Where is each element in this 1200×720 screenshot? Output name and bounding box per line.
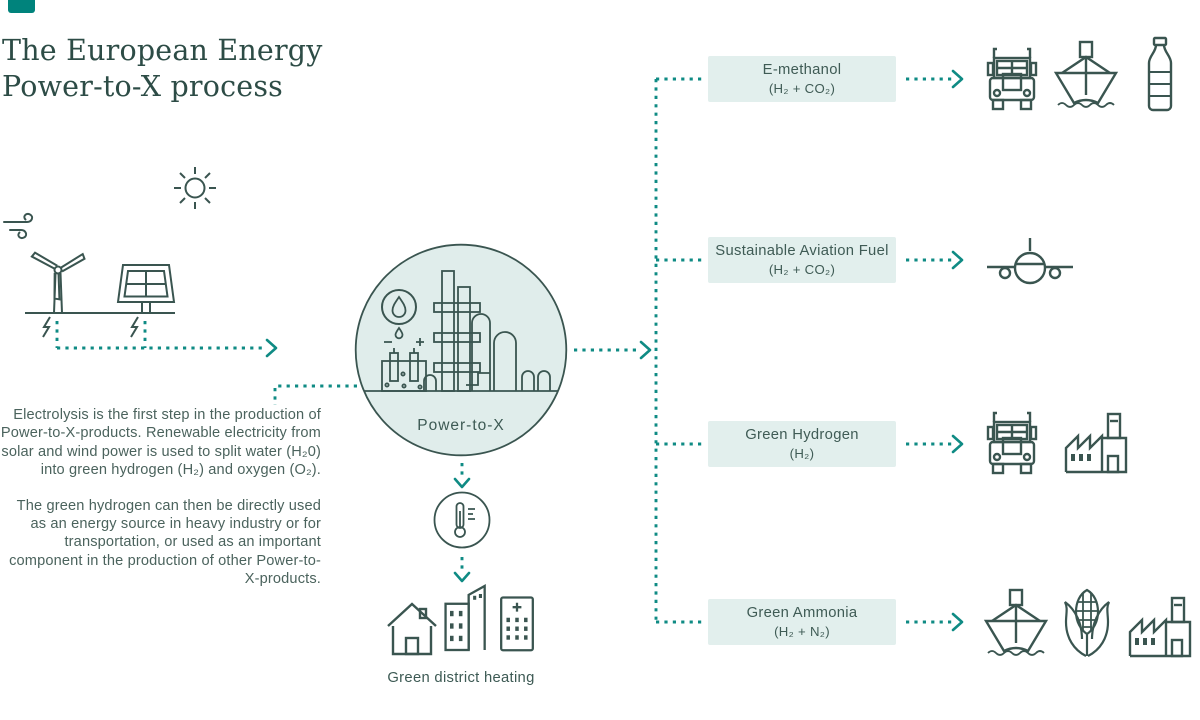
sun-icon — [174, 167, 216, 209]
product-name: E-methanol — [762, 62, 842, 78]
product-formula: (H₂ + N₂) — [774, 624, 830, 639]
electrolysis-description: Electrolysis is the first step in the pr… — [0, 406, 321, 589]
truck-icon — [986, 411, 1038, 475]
description-paragraph-1: Electrolysis is the first step in the pr… — [0, 407, 321, 479]
description-paragraph-2: The green hydrogen can then be directly … — [9, 497, 321, 588]
apartment-building-icon — [444, 584, 486, 652]
wind-turbine-icon — [30, 251, 86, 314]
product-box-ammonia: Green Ammonia (H₂ + N₂) — [708, 599, 896, 645]
chevron-down-icon — [453, 477, 471, 489]
dome-tank — [493, 331, 517, 391]
dotted-link-text-to-circle — [273, 384, 357, 405]
water-droplet-icon — [381, 289, 417, 340]
brand-logo-mark — [8, 0, 35, 13]
chevron-right-icon — [951, 434, 964, 454]
lightning-icon — [42, 316, 51, 338]
product-formula: (H₂ + CO₂) — [768, 81, 836, 96]
renewables-scene — [3, 167, 216, 338]
chevron-right-icon — [639, 340, 652, 360]
airplane-icon — [985, 236, 1075, 285]
ship-icon — [1054, 40, 1118, 109]
product-box-hydrogen: Green Hydrogen (H₂) — [708, 421, 896, 467]
thermometer-icon — [433, 491, 491, 549]
truck-icon — [986, 47, 1038, 111]
product-formula: (H₂ + CO₂) — [768, 262, 836, 277]
factory-icon — [1064, 412, 1128, 474]
lightning-icon — [130, 316, 139, 338]
product-name: Sustainable Aviation Fuel — [715, 243, 889, 259]
refinery-towers-icon — [423, 270, 551, 392]
corn-icon — [1063, 588, 1111, 658]
dome-tank — [471, 313, 491, 391]
page-title-line2: Power-to-X process — [2, 70, 283, 103]
chevron-right-icon — [951, 250, 964, 270]
ship-icon — [984, 588, 1048, 657]
product-name: Green Hydrogen — [745, 427, 859, 443]
solar-panel-icon — [116, 264, 176, 312]
product-formula: (H₂) — [789, 446, 815, 461]
bottle-icon — [1147, 36, 1173, 112]
product-box-emethanol: E-methanol (H₂ + CO₂) — [708, 56, 896, 102]
district-heating-label: Green district heating — [387, 670, 535, 686]
storage-arch — [537, 370, 551, 391]
power-to-x-label: Power-to-X — [417, 417, 505, 434]
product-name: Green Ammonia — [746, 605, 858, 621]
factory-icon — [1128, 596, 1192, 658]
page-title-line1: The European Energy — [2, 34, 323, 67]
product-box-saf: Sustainable Aviation Fuel (H₂ + CO₂) — [708, 237, 896, 283]
storage-arch — [521, 370, 535, 391]
hospital-building-icon — [500, 596, 534, 652]
house-icon — [387, 602, 437, 656]
chevron-right-icon — [951, 612, 964, 632]
chevron-right-icon — [951, 69, 964, 89]
chevron-down-icon — [453, 571, 471, 583]
wind-icon — [3, 213, 34, 239]
power-to-x-plant — [354, 243, 568, 457]
page-title: The European Energy Power-to-X process — [2, 33, 422, 105]
chevron-right-icon — [265, 338, 278, 358]
storage-arch — [423, 374, 437, 391]
